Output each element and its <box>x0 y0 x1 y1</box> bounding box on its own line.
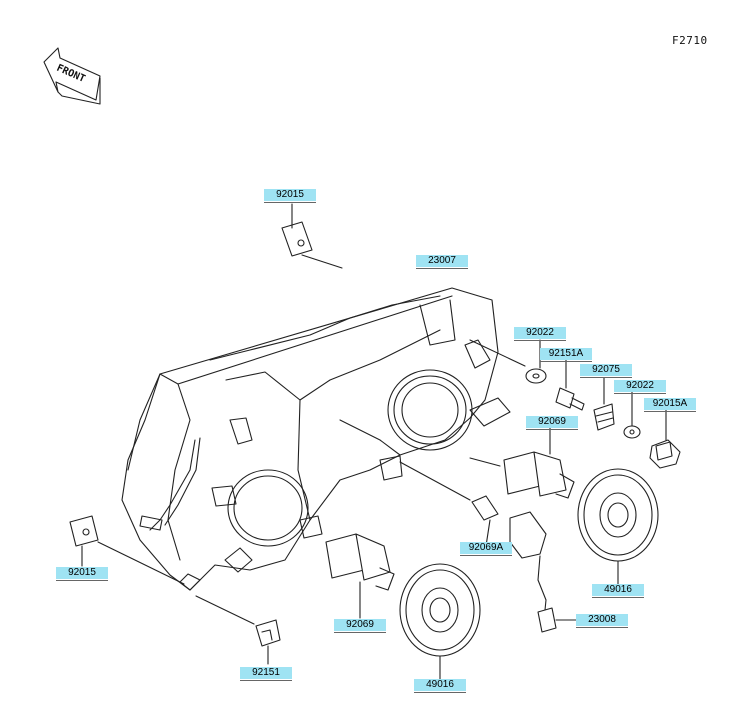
part-callout-92015A[interactable]: 92015A <box>644 398 696 412</box>
bulb-92069-right <box>469 425 575 499</box>
part-callout-92022-b[interactable]: 92022 <box>614 380 666 394</box>
part-callout-92151[interactable]: 92151 <box>240 667 292 681</box>
grommet-92075 <box>593 377 615 431</box>
part-callout-49016-right[interactable]: 49016 <box>592 584 644 598</box>
screw-92151A <box>555 359 585 411</box>
part-callout-92069-right[interactable]: 92069 <box>526 416 578 430</box>
part-callout-92151A[interactable]: 92151A <box>540 348 592 362</box>
clip-92015-top <box>281 203 343 269</box>
bulb-92069-bottom <box>325 533 395 619</box>
dust-cap-49016-bottom <box>399 563 481 681</box>
part-callout-23008[interactable]: 23008 <box>576 614 628 628</box>
clip-92015-left <box>69 515 185 585</box>
part-callout-23007[interactable]: 23007 <box>416 255 468 269</box>
dust-cap-49016-right <box>577 468 659 585</box>
part-callout-92069A[interactable]: 92069A <box>460 542 512 556</box>
part-callout-92015-top[interactable]: 92015 <box>264 189 316 203</box>
socket-harness-23008 <box>509 511 577 633</box>
part-callout-92069-bottom[interactable]: 92069 <box>334 619 386 633</box>
figure-number: F2710 <box>672 34 708 47</box>
bulb-92069A <box>399 461 499 547</box>
screw-92151 <box>195 595 281 665</box>
headlight-housing <box>121 287 511 591</box>
part-callout-92075[interactable]: 92075 <box>580 364 632 378</box>
front-arrow-icon: FRONT <box>43 47 101 105</box>
part-callout-92015-left[interactable]: 92015 <box>56 567 108 581</box>
part-callout-49016-bottom[interactable]: 49016 <box>414 679 466 693</box>
nut-92015A <box>649 409 681 469</box>
part-callout-92022-a[interactable]: 92022 <box>514 327 566 341</box>
washer-92022-b <box>623 391 641 439</box>
